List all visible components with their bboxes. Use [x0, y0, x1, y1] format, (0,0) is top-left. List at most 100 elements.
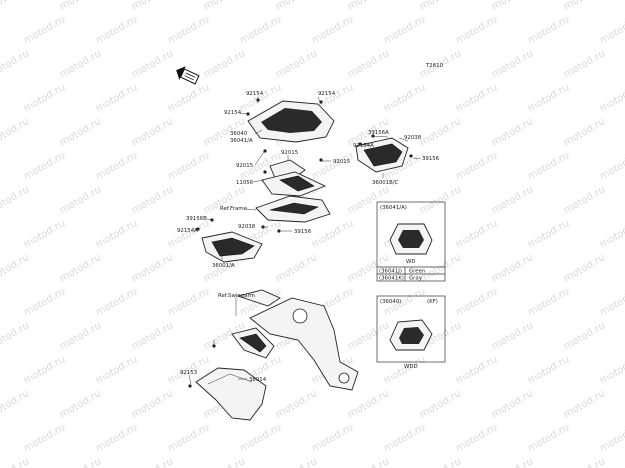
diagram-code: T2610 [425, 63, 444, 69]
watermark-text: motod.ru [58, 388, 103, 420]
watermark-text: motod.ru [274, 456, 319, 468]
watermark-text: motod.ru [454, 150, 499, 182]
watermark-text: motod.ru [166, 422, 211, 454]
callout-label: 39156B [186, 216, 207, 222]
callout-label: 92015 [333, 159, 350, 165]
callout-label: 92154 [246, 91, 264, 97]
watermark-text: motod.ru [382, 354, 427, 386]
watermark-text: motod.ru [0, 116, 31, 148]
watermark-text: motod.ru [562, 48, 607, 80]
callout-label: 39156 [294, 229, 312, 235]
inset-tag: (KF) [427, 299, 438, 305]
watermark-text: motod.ru [490, 116, 535, 148]
watermark-text: motod.ru [382, 422, 427, 454]
watermark-text: motod.ru [130, 456, 175, 468]
watermark-text: motod.ru [454, 286, 499, 318]
variant-part-number: (36041J) [379, 269, 402, 275]
watermark-text: motod.ru [454, 82, 499, 114]
watermark-text: motod.ru [22, 286, 67, 318]
watermark-text: motod.ru [418, 184, 463, 216]
watermark-text: motod.ru [274, 252, 319, 284]
watermark-text: motod.ru [418, 0, 463, 13]
watermark-text: motod.ru [22, 422, 67, 454]
leader-lines [188, 96, 421, 385]
seat-cowl-kf-part [389, 319, 433, 351]
callout-label: 39156 [422, 156, 440, 162]
watermark-text: motod.ru [310, 422, 355, 454]
callout-label: 92015 [281, 150, 298, 156]
watermark-text: motod.ru [274, 388, 319, 420]
callout-label: 92153 [180, 370, 197, 376]
watermark-text: motod.ru [598, 286, 625, 318]
watermark-text: motod.ru [166, 286, 211, 318]
inset-title: (36041/A) [380, 205, 407, 211]
watermark-text: motod.ru [454, 218, 499, 250]
watermark-text: motod.ru [490, 320, 535, 352]
watermark-text: motod.ru [562, 456, 607, 468]
seat-cowl-part [247, 100, 335, 143]
watermark-text: motod.ru [562, 116, 607, 148]
watermark-text: motod.ru [490, 0, 535, 13]
watermark-text: motod.ru [58, 48, 103, 80]
inset-code: WD [406, 259, 415, 265]
watermark-text: motod.ru [346, 184, 391, 216]
watermark-text: motod.ru [418, 388, 463, 420]
watermark-text: motod.ru [94, 14, 139, 46]
watermark-text: motod.ru [418, 456, 463, 468]
bracket-part [261, 159, 327, 197]
watermark-text: motod.ru [454, 14, 499, 46]
watermark-text: motod.ru [130, 48, 175, 80]
watermark-text: motod.ru [0, 320, 31, 352]
callout-label: 92038 [238, 224, 256, 230]
callout-labels: 92154 92154 92154 36040 36041/A 92015 92… [177, 91, 440, 383]
watermark-text: motod.ru [310, 150, 355, 182]
watermark-text: motod.ru [346, 456, 391, 468]
watermark-text: motod.ru [0, 48, 31, 80]
watermark-text: motod.ru [58, 320, 103, 352]
watermark-text: motod.ru [346, 320, 391, 352]
side-cover-right-part [355, 137, 409, 173]
watermark-text: motod.ru [0, 0, 31, 13]
inset-title: (36040) [380, 299, 401, 305]
watermark-text: motod.ru [238, 422, 283, 454]
watermark-text: motod.ru [94, 354, 139, 386]
watermark-text: motod.ru [490, 184, 535, 216]
watermark-text: motod.ru [562, 184, 607, 216]
watermark-text: motod.ru [166, 82, 211, 114]
frame-ref-part [255, 195, 331, 223]
watermark-text: motod.ru [94, 82, 139, 114]
callout-label: 36040 [230, 131, 248, 137]
watermark-text: motod.ru [166, 150, 211, 182]
watermark-text: motod.ru [0, 456, 31, 468]
watermark-text: motod.ru [598, 218, 625, 250]
watermark-text: motod.ru [490, 48, 535, 80]
watermark-text: motod.ru [490, 252, 535, 284]
callout-label: 92154 [224, 110, 242, 116]
watermark-text: motod.ru [0, 252, 31, 284]
watermark-text: motod.ru [562, 0, 607, 13]
watermark-text: motod.ru [310, 14, 355, 46]
watermark-text: motod.ru [58, 252, 103, 284]
variant-part-number: (36041K) [379, 276, 404, 282]
watermark-text: motod.ru [58, 0, 103, 13]
watermark-text: motod.ru [526, 422, 571, 454]
watermark-text: motod.ru [274, 48, 319, 80]
inset-kf-panel: (36040) (KF) WDD [376, 295, 446, 370]
callout-label: 36001/A [212, 263, 235, 269]
callout-label: 92038 [404, 135, 422, 141]
watermark-text: motod.ru [22, 82, 67, 114]
watermark-text: motod.ru [598, 82, 625, 114]
watermark-text: motod.ru [274, 0, 319, 13]
watermark-text: motod.ru [490, 388, 535, 420]
watermark-text: motod.ru [130, 0, 175, 13]
front-arrow-icon [176, 66, 200, 85]
watermark-text: motod.ru [418, 116, 463, 148]
variant-color: Green [409, 269, 425, 275]
callout-label: 92154A [177, 228, 198, 234]
watermark-text: motod.ru [526, 14, 571, 46]
watermark-text: motod.ru [202, 0, 247, 13]
watermark-text: motod.ru [22, 150, 67, 182]
